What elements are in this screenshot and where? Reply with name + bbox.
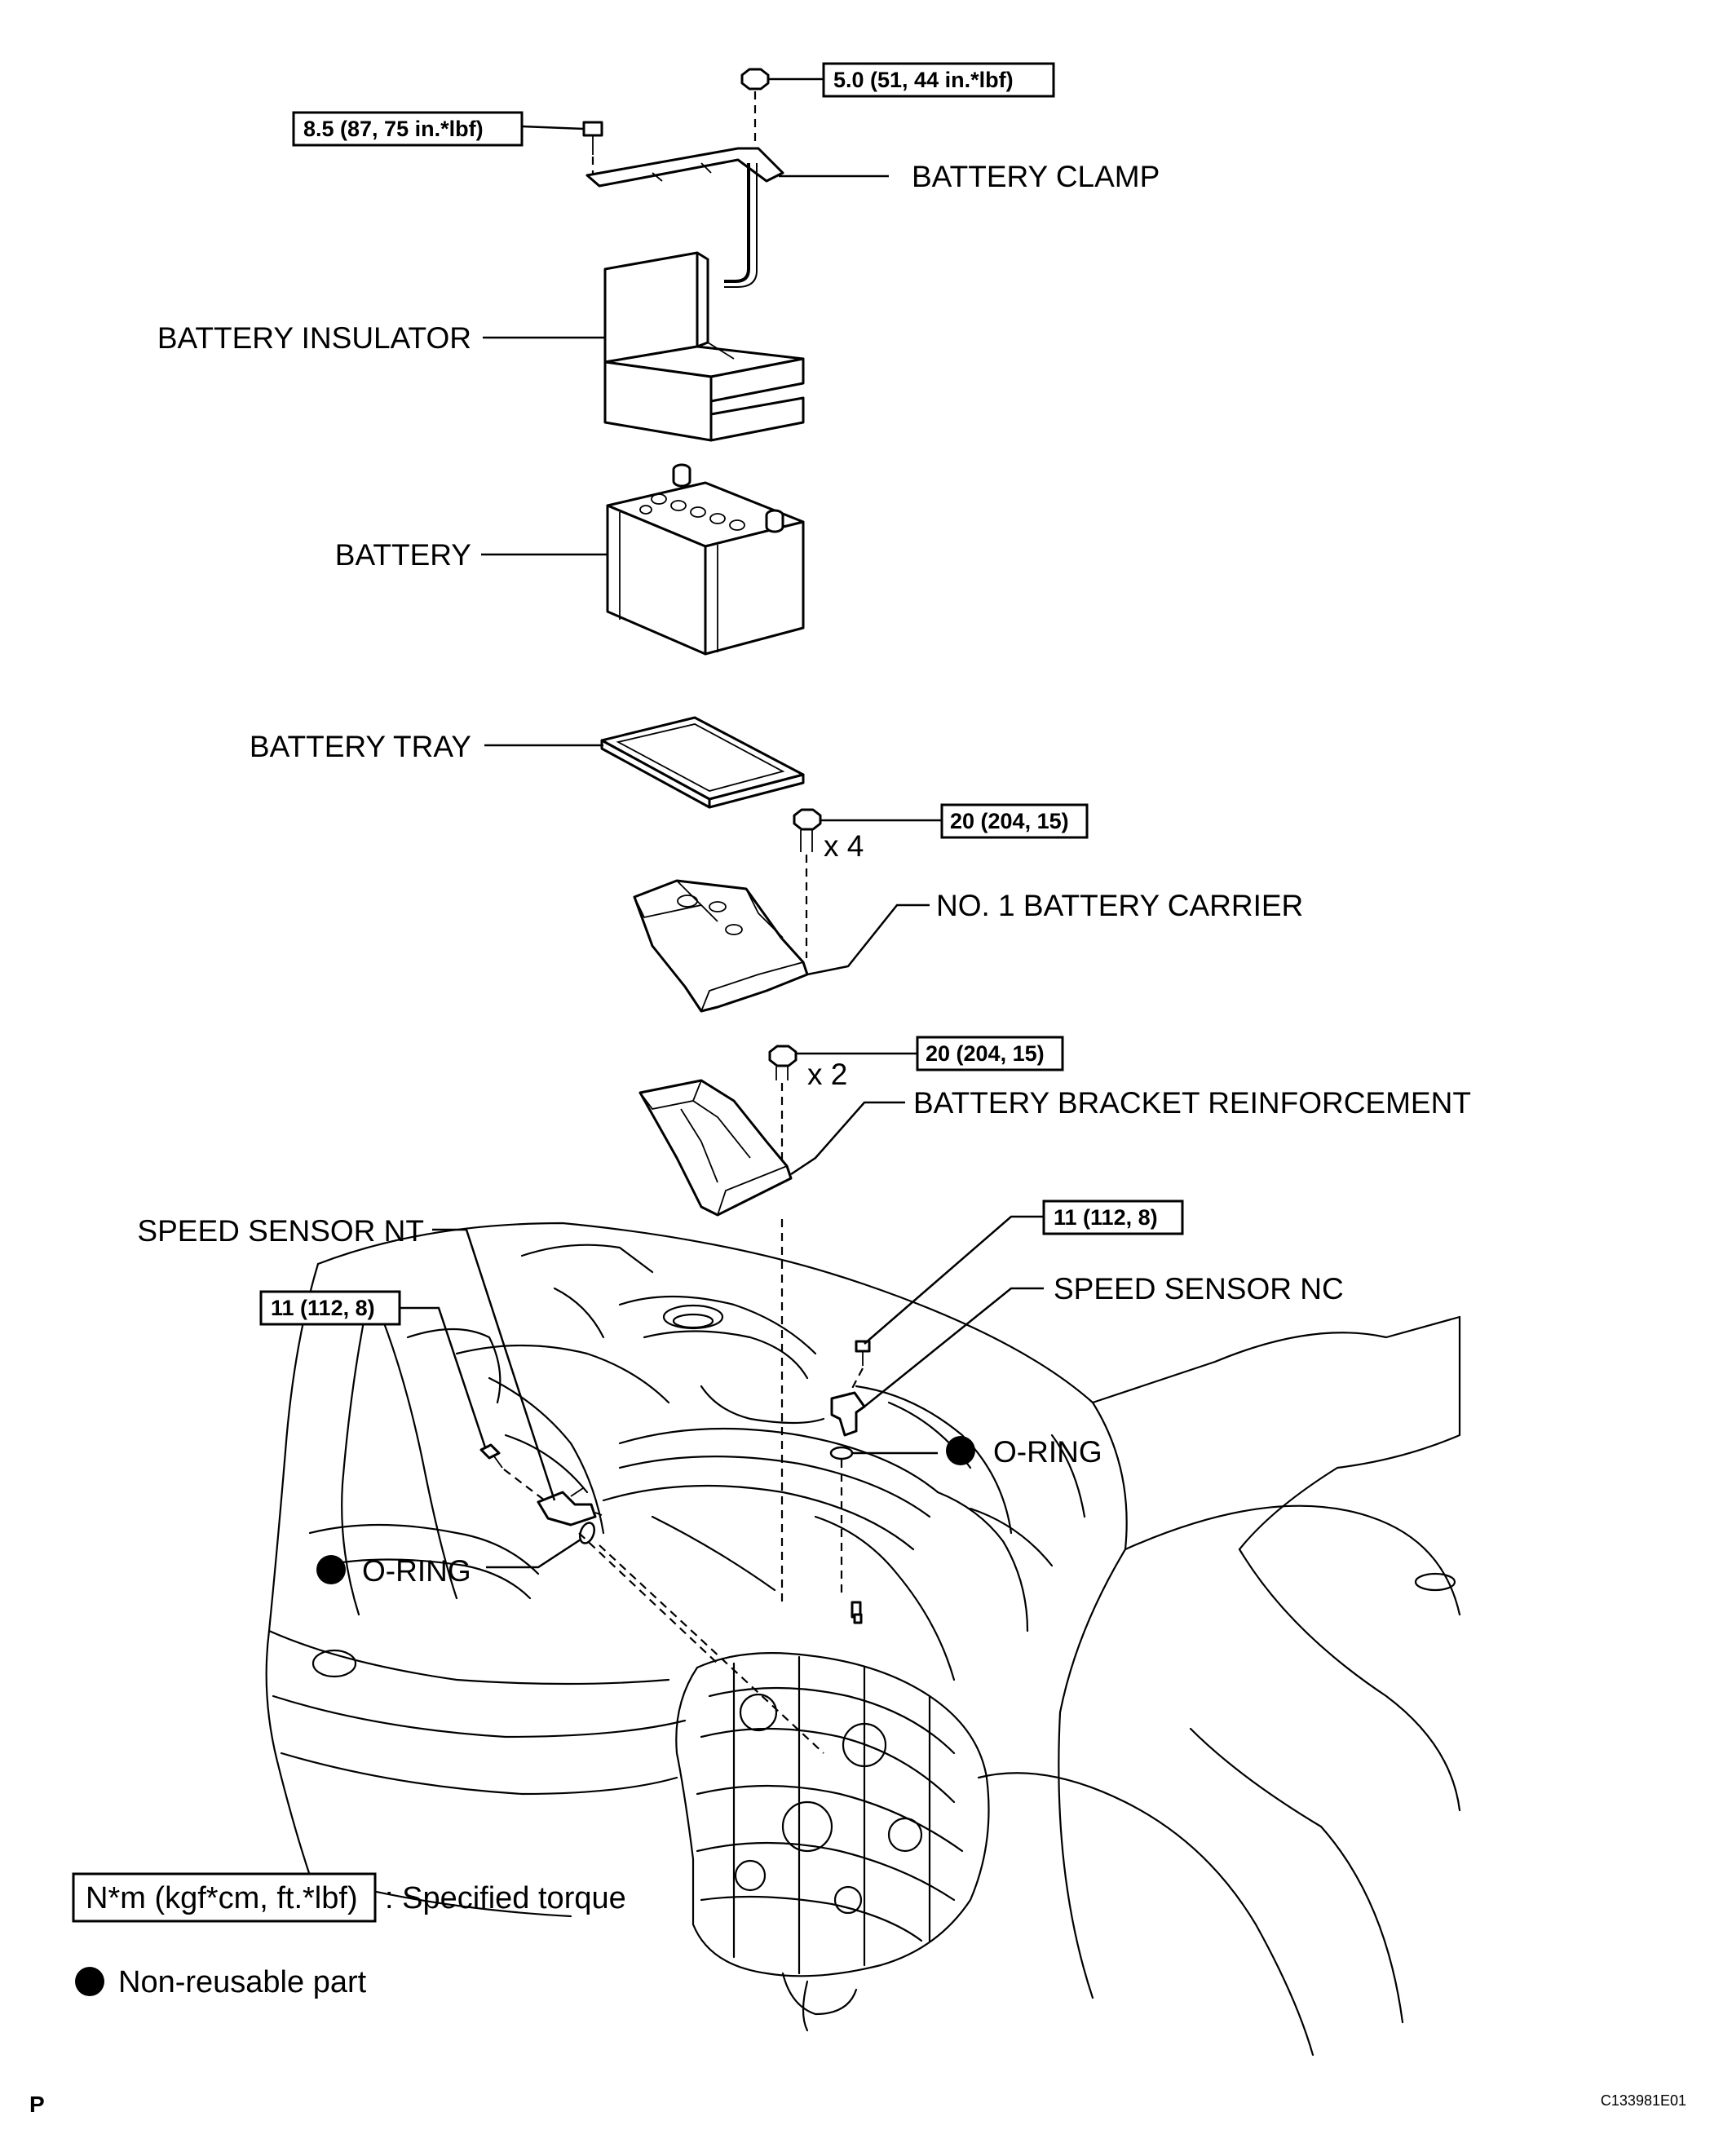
legend-torque-box [72,1872,377,1923]
torque-text: 8.5 (87, 75 in.*lbf) [303,117,484,141]
speed-sensor-nt-drawing [479,1443,824,1754]
torque-callout-nc-bolt: 11 (112, 8) [1042,1199,1184,1235]
figure-code: C133981E01 [1601,2092,1686,2109]
torque-text: 11 (112, 8) [1054,1205,1158,1230]
torque-callout-clamp-bolt: 8.5 (87, 75 in.*lbf) [292,111,524,147]
label-battery-bracket-reinforcement: BATTERY BRACKET REINFORCEMENT [913,1086,1471,1120]
label-speed-sensor-nt: SPEED SENSOR NT [137,1214,424,1248]
battery-clamp-drawing [582,68,784,288]
torque-callout-nt-bolt: 11 (112, 8) [259,1290,401,1326]
label-battery-insulator: BATTERY INSULATOR [157,321,471,355]
torque-text: 20 (204, 15) [950,809,1069,833]
torque-callout-carrier: 20 (204, 15) [940,803,1089,839]
battery-tray-drawing [600,716,805,809]
label-o-ring-right: O-RING [993,1435,1102,1469]
legend-non-reusable-text: Non-reusable part [118,1965,367,1999]
label-speed-sensor-nc: SPEED SENSOR NC [1054,1272,1344,1306]
label-battery: BATTERY [335,538,471,572]
label-battery-tray: BATTERY TRAY [250,730,471,763]
speed-sensor-nc-drawing [829,1340,871,1624]
vehicle-engine-bay-drawing [265,1222,1461,2057]
legend-torque-units: N*m (kgf*cm, ft.*lbf) [86,1881,358,1915]
legend-torque-desc: : Specified torque [385,1881,626,1915]
no1-battery-carrier-drawing [633,808,822,1013]
legend: N*m (kgf*cm, ft.*lbf) : Specified torque… [72,1872,626,1999]
label-battery-clamp: BATTERY CLAMP [912,160,1160,193]
label-o-ring-left: O-RING [362,1554,471,1588]
torque-text: 20 (204, 15) [926,1041,1045,1066]
torque-text: 5.0 (51, 44 in.*lbf) [833,68,1014,92]
torque-text: 11 (112, 8) [271,1296,375,1320]
non-reusable-marker [946,1436,975,1465]
leader-lines [400,77,1044,1569]
legend-non-reusable-marker [75,1967,104,1996]
corner-letter: P [29,2092,45,2117]
battery-drawing [606,463,805,656]
qty-reinforcement-bolts: x 2 [807,1058,847,1091]
qty-carrier-bolts: x 4 [824,829,864,863]
label-no1-battery-carrier: NO. 1 BATTERY CARRIER [936,889,1303,922]
battery-insulator-drawing [603,251,805,442]
non-reusable-marker [316,1555,346,1584]
torque-callout-clamp-nut: 5.0 (51, 44 in.*lbf) [822,62,1055,98]
battery-bracket-reinforcement-drawing [638,1045,798,1217]
torque-callout-reinforcement: 20 (204, 15) [916,1036,1064,1071]
